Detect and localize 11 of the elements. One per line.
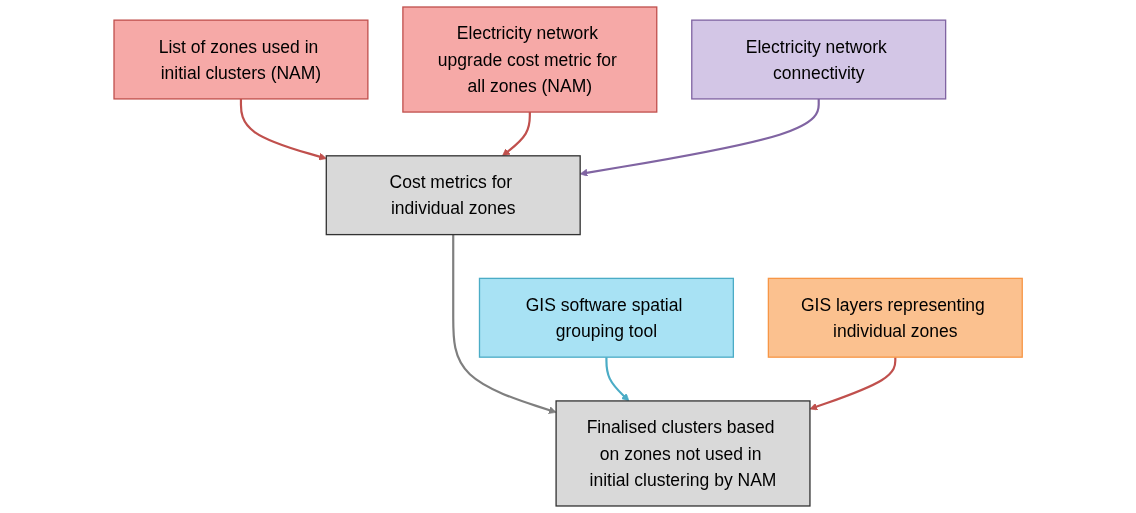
node-box: Finalised clusters based on zones not used in initial clustering by NAM <box>555 400 811 507</box>
node-box: GIS software spatial grouping tool <box>478 277 734 358</box>
node-box: GIS layers representing individual zones <box>767 277 1023 358</box>
arrow <box>239 98 327 161</box>
node-box: Electricity network upgrade cost metric for all zones (NAM) <box>402 6 658 113</box>
node-box: List of zones used in initial clusters (NAM) <box>113 19 369 100</box>
arrow <box>809 357 897 411</box>
arrow <box>502 112 531 157</box>
arrow <box>605 357 630 402</box>
node-box: Electricity network connectivity <box>691 19 947 100</box>
node-box: Cost metrics for individual zones <box>325 155 581 236</box>
